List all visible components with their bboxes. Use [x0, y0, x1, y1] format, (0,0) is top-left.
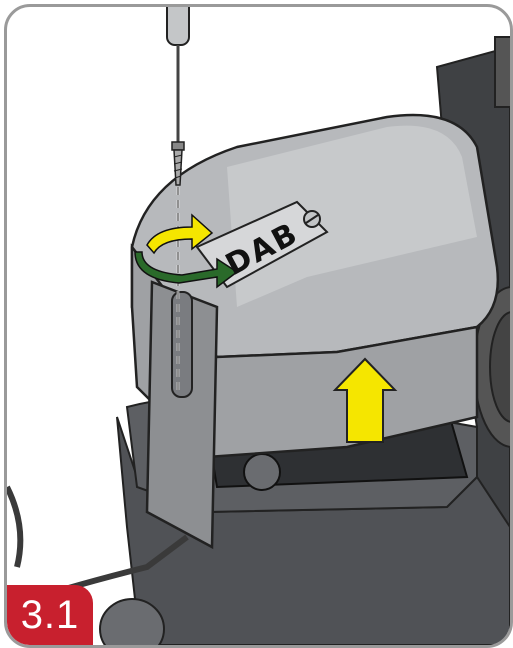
rotate-arrow-icon — [134, 213, 239, 289]
inner-gear — [243, 453, 281, 491]
up-arrow-icon — [332, 357, 398, 443]
front-flap — [145, 280, 219, 550]
pump-outlet-inner — [489, 311, 510, 423]
top-nozzle — [494, 36, 510, 108]
cover-screw-slot — [305, 214, 319, 224]
cover-top-shade — [227, 125, 477, 307]
illustration-frame: DAB 3.1 — [4, 4, 513, 648]
screw-icon — [171, 141, 185, 186]
flap-slot — [171, 291, 193, 398]
inlet-connector — [99, 598, 165, 645]
cover-front — [130, 243, 479, 459]
screwdriver-handle — [166, 7, 190, 46]
step-number-badge: 3.1 — [7, 585, 93, 645]
pump-cover-removal-illustration — [7, 7, 510, 645]
step-number-label: 3.1 — [20, 592, 80, 637]
